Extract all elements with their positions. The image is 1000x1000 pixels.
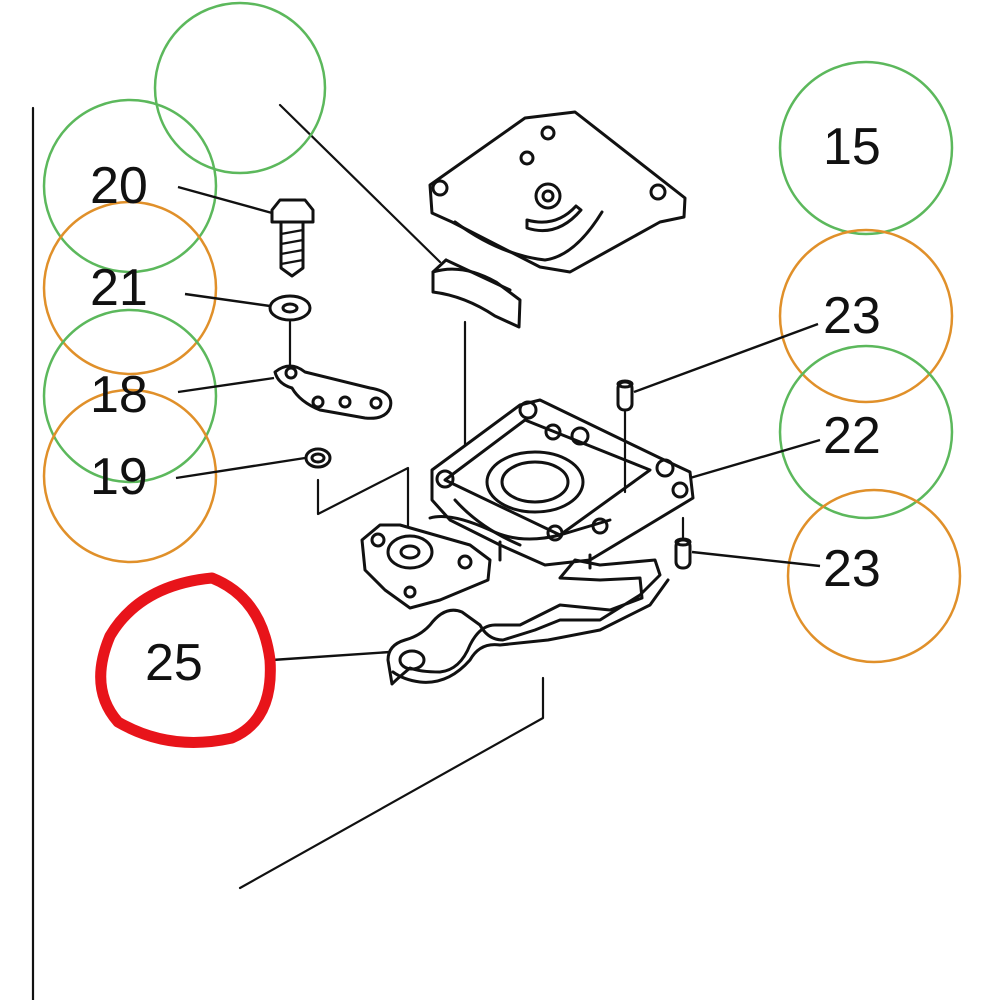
orange-circle-21 [42, 200, 218, 376]
label-22: 22 [823, 407, 881, 465]
green-circle-top-partial [153, 1, 327, 175]
orange-circle-23-top [778, 228, 954, 404]
part-20-bolt [270, 198, 315, 278]
label-23-bottom: 23 [823, 540, 881, 598]
green-circle-22 [778, 344, 954, 520]
leader-23-top [633, 322, 819, 394]
part-21-washer [268, 294, 312, 322]
leader-22 [689, 438, 821, 480]
label-21: 21 [90, 259, 148, 317]
green-circle-20 [42, 98, 218, 274]
bent-plate [431, 258, 522, 329]
part-23-top-pin [616, 379, 634, 412]
leader-top-diagonal [278, 103, 442, 264]
label-15: 15 [823, 118, 881, 176]
leader-21 [184, 292, 271, 308]
part-18-bracket [273, 364, 393, 420]
part-15-plate [428, 110, 687, 274]
label-18: 18 [90, 366, 148, 424]
part-labels: 15 20 21 18 19 23 22 23 25 [90, 118, 881, 692]
label-23-top: 23 [823, 287, 881, 345]
part-22-housing [430, 398, 695, 570]
label-25: 25 [145, 634, 203, 692]
part-25-gasket [386, 558, 670, 686]
leader-19 [175, 456, 306, 480]
leader-18 [177, 376, 275, 394]
green-circle-18 [42, 308, 218, 484]
label-20: 20 [90, 157, 148, 215]
label-19: 19 [90, 448, 148, 506]
leader-20 [177, 185, 273, 215]
annotation-circles [42, 1, 962, 664]
orange-circle-23-bottom [786, 488, 962, 664]
red-highlight-circle-25 [95, 572, 276, 748]
leader-25 [271, 650, 391, 662]
lower-cover [360, 515, 612, 610]
leader-23-bottom [691, 550, 821, 568]
part-19-oring [304, 447, 332, 469]
green-circle-15 [778, 60, 954, 236]
part-23-bottom-pin [674, 537, 692, 570]
assembly-line-bottom [238, 676, 545, 890]
assembly-line-left [316, 466, 410, 542]
orange-circle-19 [42, 388, 218, 564]
